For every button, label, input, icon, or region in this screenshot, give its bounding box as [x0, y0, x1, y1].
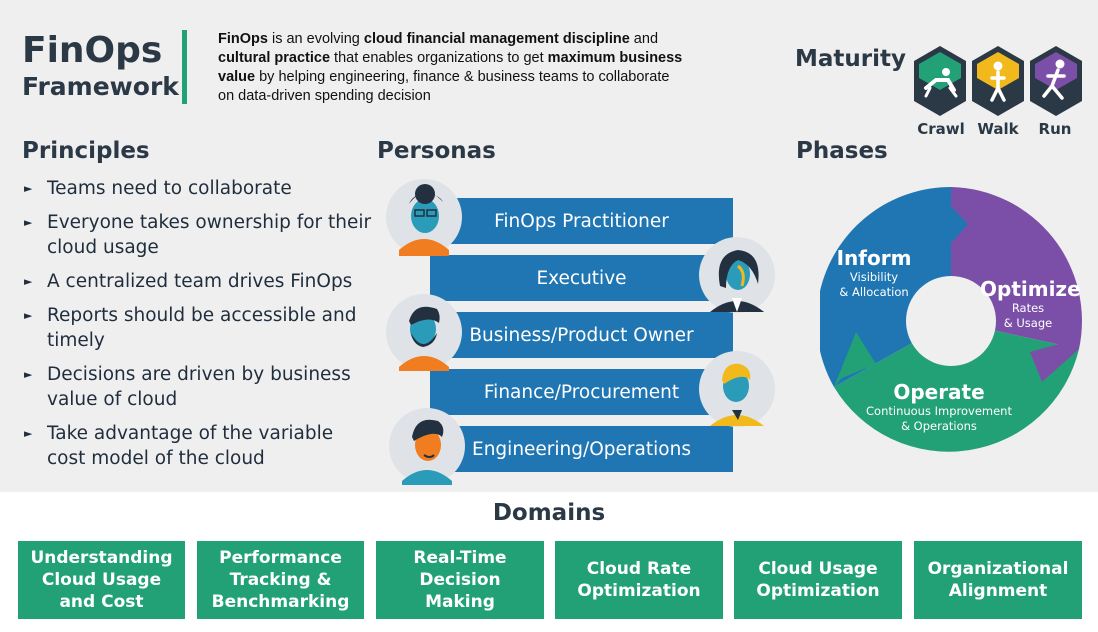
desc-seg-5: that enables organizations to get	[330, 50, 548, 66]
phases-title: Phases	[796, 138, 888, 164]
principle-item: ► Teams need to collaborate	[22, 176, 372, 201]
title-line1: FinOps	[22, 30, 163, 71]
domain-cloud-usage-optimization: Cloud Usage Optimization	[734, 541, 902, 619]
phase-optimize-sub: Rates & Usage	[1003, 301, 1053, 330]
bullet-icon: ►	[24, 368, 33, 381]
persona-executive: Executive	[430, 255, 733, 301]
bullet-icon: ►	[24, 275, 33, 288]
principle-item: ► Take advantage of the variable cost mod…	[22, 421, 372, 471]
crawl-icon	[914, 46, 966, 116]
bullet-icon: ►	[24, 309, 33, 322]
engineering-avatar-icon	[389, 408, 465, 485]
phases-cycle-diagram	[820, 186, 1082, 452]
phase-operate: Operate Continuous Improvement & Operati…	[864, 380, 1014, 434]
personas-title: Personas	[377, 138, 496, 164]
persona-engineering-operations: Engineering/Operations	[430, 426, 733, 472]
bullet-icon: ►	[24, 216, 33, 229]
maturity-title: Maturity	[795, 46, 906, 72]
title-divider	[182, 30, 187, 104]
desc-seg-7: by helping engineering, finance & busine…	[218, 69, 670, 104]
domain-real-time-decision: Real-Time Decision Making	[376, 541, 544, 619]
principle-item: ► Decisions are driven by business value …	[22, 362, 372, 412]
phase-optimize: Optimize Rates & Usage	[980, 277, 1081, 331]
persona-finance-procurement: Finance/Procurement	[430, 369, 733, 415]
phase-inform: Inform Visibility & Allocation	[828, 246, 920, 300]
principles-title: Principles	[22, 138, 150, 164]
maturity-stage-run: Run	[1038, 120, 1072, 138]
principles-list: ► Teams need to collaborate ► Everyone tak…	[22, 176, 372, 480]
principle-text: Reports should be accessible and timely	[47, 305, 357, 351]
desc-seg-3: and	[629, 31, 659, 47]
inform-segment	[820, 186, 951, 387]
phase-inform-name: Inform	[836, 246, 912, 270]
maturity-stage-walk: Walk	[977, 120, 1019, 138]
walk-icon	[972, 46, 1024, 116]
operate-segment	[834, 321, 1079, 452]
domain-performance-tracking: Performance Tracking & Benchmarking	[197, 541, 364, 619]
finops-description: FinOps is an evolving cloud financial ma…	[218, 30, 688, 106]
business-owner-avatar-icon	[386, 294, 462, 371]
bullet-icon: ►	[24, 427, 33, 440]
phase-inform-sub: Visibility & Allocation	[839, 270, 909, 299]
principle-item: ► Reports should be accessible and timely	[22, 303, 372, 353]
principle-text: Everyone takes ownership for their cloud…	[47, 212, 372, 258]
domain-organizational-alignment: Organizational Alignment	[914, 541, 1082, 619]
persona-finops-practitioner: FinOps Practitioner	[430, 198, 733, 244]
desc-seg-4: cultural practice	[218, 50, 331, 66]
maturity-stage-crawl: Crawl	[917, 120, 965, 138]
domain-cloud-rate-optimization: Cloud Rate Optimization	[555, 541, 723, 619]
run-icon	[1030, 46, 1082, 116]
domain-understanding-cloud-usage: Understanding Cloud Usage and Cost	[18, 541, 185, 619]
desc-seg-6: maximum business value	[218, 50, 683, 85]
title-line2: Framework	[22, 72, 179, 101]
principle-item: ► A centralized team drives FinOps	[22, 269, 372, 294]
principle-text: A centralized team drives FinOps	[47, 271, 353, 292]
bullet-icon: ►	[24, 182, 33, 195]
desc-seg-2: cloud financial management discipline	[363, 31, 630, 47]
principle-item: ► Everyone takes ownership for their clou…	[22, 210, 372, 260]
finance-avatar-icon	[699, 351, 775, 427]
domains-title: Domains	[492, 500, 606, 526]
persona-business-product-owner: Business/Product Owner	[430, 312, 733, 358]
principle-text: Teams need to collaborate	[47, 178, 292, 199]
desc-seg-0: FinOps	[218, 31, 268, 47]
principle-text: Decisions are driven by business value o…	[47, 364, 351, 410]
principle-text: Take advantage of the variable cost mode…	[47, 423, 334, 469]
phase-operate-sub: Continuous Improvement & Operations	[866, 404, 1012, 433]
desc-seg-1: is an evolving	[267, 31, 364, 47]
practitioner-avatar-icon	[386, 179, 462, 256]
phase-optimize-name: Optimize	[980, 277, 1081, 301]
optimize-segment	[951, 187, 1082, 349]
executive-avatar-icon	[699, 237, 775, 313]
phase-operate-name: Operate	[893, 380, 985, 404]
framework-title: FinOps Framework	[22, 30, 179, 102]
maturity-icons	[914, 46, 1082, 116]
